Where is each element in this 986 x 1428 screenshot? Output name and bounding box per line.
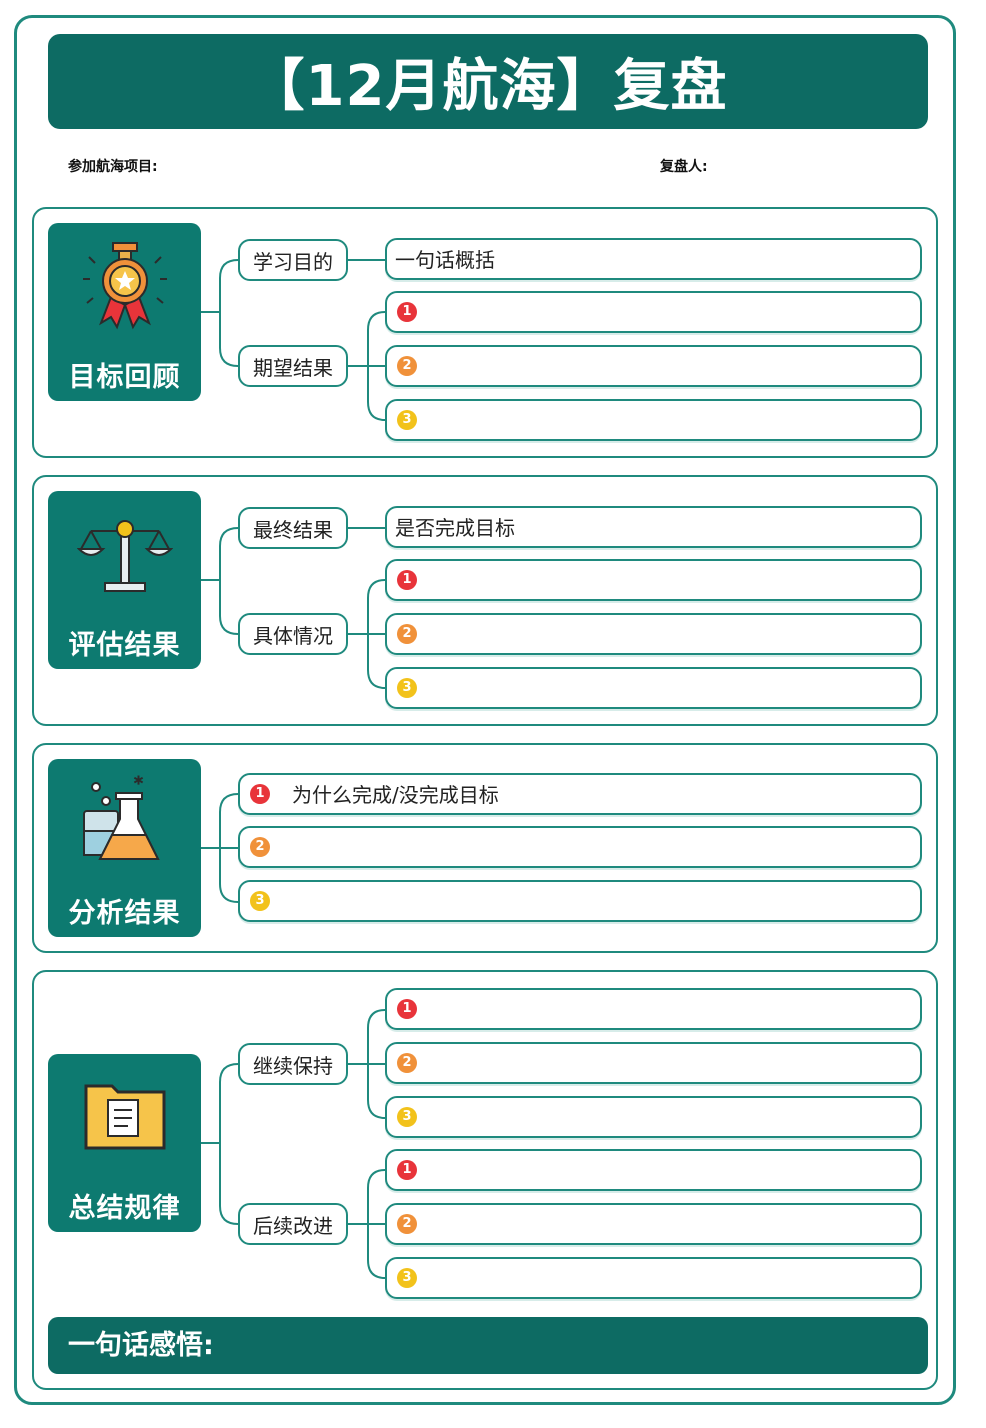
badge-3: 3 xyxy=(250,891,270,911)
badge-2: 2 xyxy=(397,356,417,376)
title-bar: 【12月航海】复盘 xyxy=(48,34,928,129)
list-item[interactable]: 1 xyxy=(385,291,922,333)
card-label: 分析结果 xyxy=(68,898,181,929)
list-item[interactable]: 一句话概括 xyxy=(385,238,922,280)
badge-1: 1 xyxy=(397,302,417,322)
badge-3: 3 xyxy=(397,678,417,698)
card-label: 评估结果 xyxy=(68,630,181,661)
page-title: 【12月航海】复盘 xyxy=(248,54,728,119)
badge-2: 2 xyxy=(397,624,417,644)
card-label: 目标回顾 xyxy=(68,362,181,393)
project-label: 参加航海项目: xyxy=(68,159,158,175)
list-item[interactable]: 3 xyxy=(385,1257,922,1299)
list-item[interactable]: 2 xyxy=(238,826,922,868)
reviewer-label: 复盘人: xyxy=(660,159,708,175)
list-item[interactable]: 1 xyxy=(385,559,922,601)
card-label: 总结规律 xyxy=(68,1193,181,1224)
card-evaluation: 评估结果 xyxy=(48,491,201,669)
branch-final-result: 最终结果 xyxy=(238,507,348,549)
flask-icon: * xyxy=(82,773,160,860)
list-item[interactable]: 是否完成目标 xyxy=(385,506,922,548)
svg-text:*: * xyxy=(134,773,143,794)
list-item[interactable]: 1 为什么完成/没完成目标 xyxy=(238,773,922,815)
badge-3: 3 xyxy=(397,1107,417,1127)
list-item[interactable]: 2 xyxy=(385,345,922,387)
list-item[interactable]: 2 xyxy=(385,613,922,655)
badge-2: 2 xyxy=(397,1214,417,1234)
badge-1: 1 xyxy=(250,784,270,804)
card-analysis: * 分析结果 xyxy=(48,759,201,937)
badge-1: 1 xyxy=(397,570,417,590)
item-text: 一句话概括 xyxy=(395,248,495,272)
page-frame xyxy=(14,15,956,1405)
list-item[interactable]: 3 xyxy=(385,399,922,441)
badge-1: 1 xyxy=(397,1160,417,1180)
badge-2: 2 xyxy=(250,837,270,857)
branch-keep: 继续保持 xyxy=(238,1043,348,1085)
medal-icon xyxy=(82,242,167,330)
branch-improve: 后续改进 xyxy=(238,1203,348,1245)
badge-2: 2 xyxy=(397,1053,417,1073)
item-text: 为什么完成/没完成目标 xyxy=(292,783,499,807)
badge-1: 1 xyxy=(397,999,417,1019)
footer-label: 一句话感悟: xyxy=(68,1330,214,1361)
branch-expected-result: 期望结果 xyxy=(238,345,348,387)
list-item[interactable]: 3 xyxy=(385,667,922,709)
list-item[interactable]: 1 xyxy=(385,988,922,1030)
list-item[interactable]: 1 xyxy=(385,1149,922,1191)
list-item[interactable]: 2 xyxy=(385,1042,922,1084)
item-text: 是否完成目标 xyxy=(395,516,515,540)
list-item[interactable]: 3 xyxy=(238,880,922,922)
badge-3: 3 xyxy=(397,1268,417,1288)
footer-bar[interactable]: 一句话感悟: xyxy=(48,1317,928,1374)
card-goal-review: 目标回顾 xyxy=(48,223,201,401)
branch-details: 具体情况 xyxy=(238,613,348,655)
scale-icon xyxy=(76,520,173,592)
card-summary: 总结规律 xyxy=(48,1054,201,1232)
branch-study-purpose: 学习目的 xyxy=(238,239,348,281)
list-item[interactable]: 2 xyxy=(385,1203,922,1245)
list-item[interactable]: 3 xyxy=(385,1096,922,1138)
folder-icon xyxy=(84,1084,165,1150)
badge-3: 3 xyxy=(397,410,417,430)
